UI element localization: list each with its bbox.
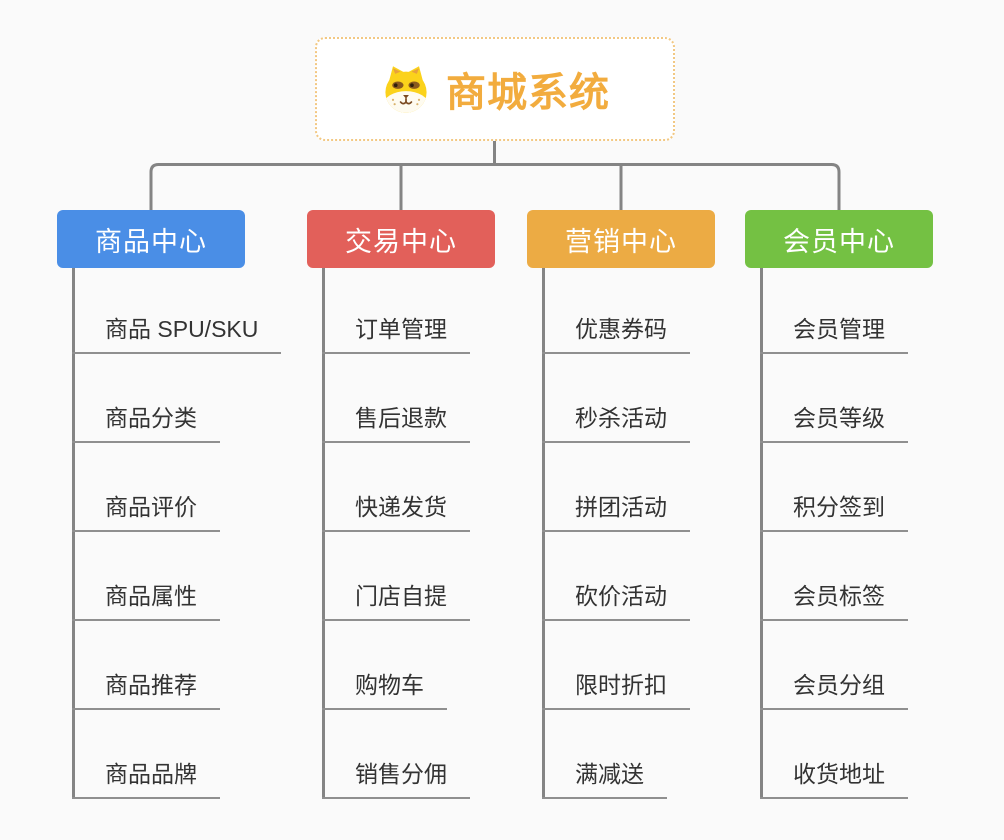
leaf-node[interactable]: 商品评价: [72, 490, 220, 532]
branch-leaves: 订单管理售后退款快递发货门店自提购物车销售分佣: [322, 268, 470, 799]
leaf-node[interactable]: 销售分佣: [322, 757, 470, 799]
branch-trunk-line: [542, 268, 545, 799]
branch-node[interactable]: 商品中心: [57, 210, 245, 268]
branch-leaves: 会员管理会员等级积分签到会员标签会员分组收货地址: [760, 268, 908, 799]
leaf-node[interactable]: 商品推荐: [72, 668, 220, 710]
branch-trunk-line: [322, 268, 325, 799]
branch-column: 交易中心 订单管理售后退款快递发货门店自提购物车销售分佣: [307, 210, 495, 799]
leaf-node[interactable]: 会员管理: [760, 312, 908, 354]
leaf-node[interactable]: 积分签到: [760, 490, 908, 532]
branch-node[interactable]: 营销中心: [527, 210, 715, 268]
branch-trunk-line: [72, 268, 75, 799]
leaf-node[interactable]: 会员标签: [760, 579, 908, 621]
leaf-node[interactable]: 商品分类: [72, 401, 220, 443]
leaf-node[interactable]: 会员分组: [760, 668, 908, 710]
branch-column: 商品中心 商品 SPU/SKU 商品分类商品评价商品属性商品推荐商品品牌: [57, 210, 282, 799]
leaf-node[interactable]: 商品属性: [72, 579, 220, 621]
leaf-node[interactable]: 会员等级: [760, 401, 908, 443]
leaf-node[interactable]: 商品品牌: [72, 757, 220, 799]
leaf-node[interactable]: 拼团活动: [542, 490, 690, 532]
leaf-node[interactable]: 购物车: [322, 668, 447, 710]
root-node[interactable]: 商城系统: [315, 37, 675, 141]
leaf-node[interactable]: 售后退款: [322, 401, 470, 443]
leaf-node[interactable]: 商品 SPU/SKU: [72, 312, 282, 354]
leaf-node[interactable]: 门店自提: [322, 579, 470, 621]
leaf-node[interactable]: 订单管理: [322, 312, 470, 354]
branch-leaves: 商品 SPU/SKU 商品分类商品评价商品属性商品推荐商品品牌: [72, 268, 282, 799]
root-title: 商城系统: [446, 71, 610, 115]
leaf-node[interactable]: 限时折扣: [542, 668, 690, 710]
leaf-node[interactable]: 快递发货: [322, 490, 470, 532]
branch-node[interactable]: 交易中心: [307, 210, 495, 268]
branch-column: 会员中心 会员管理会员等级积分签到会员标签会员分组收货地址: [745, 210, 933, 799]
leaf-node[interactable]: 满减送: [542, 757, 667, 799]
branch-node[interactable]: 会员中心: [745, 210, 933, 268]
leaf-node[interactable]: 收货地址: [760, 757, 908, 799]
branch-trunk-line: [760, 268, 763, 799]
leaf-node[interactable]: 砍价活动: [542, 579, 690, 621]
branch-leaves: 优惠券码秒杀活动拼团活动砍价活动限时折扣满减送: [542, 268, 690, 799]
leaf-node[interactable]: 秒杀活动: [542, 401, 690, 443]
dog-face-icon: [385, 66, 427, 113]
branch-column: 营销中心 优惠券码秒杀活动拼团活动砍价活动限时折扣满减送: [527, 210, 715, 799]
leaf-node[interactable]: 优惠券码: [542, 312, 690, 354]
